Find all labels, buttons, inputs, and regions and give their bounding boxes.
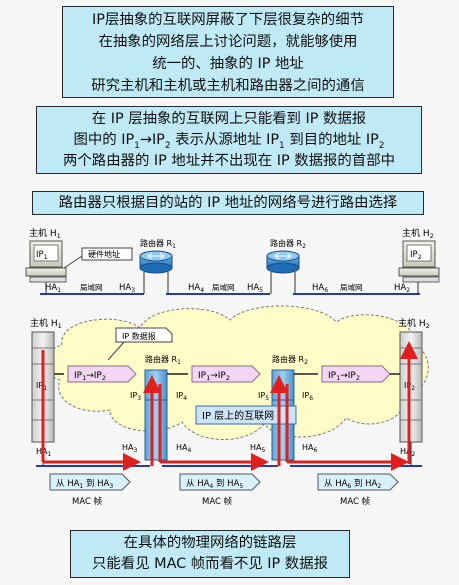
note-line: 统一的、抽象的 IP 地址 bbox=[152, 56, 304, 72]
ha3-label: HA3 bbox=[119, 283, 135, 294]
router-r2-icon bbox=[266, 250, 300, 274]
ha6-label: HA6 bbox=[312, 283, 328, 294]
mac-frame-label: MAC 帧 bbox=[340, 496, 371, 507]
host-h2-label: 主机 H2 bbox=[402, 227, 434, 240]
ha-label: HA2 bbox=[400, 447, 416, 458]
note-line: 只能看见 MAC 帧而看不见 IP 数据报 bbox=[92, 556, 328, 572]
ha2-label: HA2 bbox=[394, 283, 410, 294]
data-path-arrows bbox=[41, 341, 418, 471]
ha5-label: HA5 bbox=[247, 283, 263, 294]
ip-datagram-note-box: 在 IP 层抽象的互联网上只能看到 IP 数据报 图中的 IP1→IP2 表示从… bbox=[36, 106, 422, 174]
router-r1-stack bbox=[144, 369, 168, 461]
svg-text:IP1→IP2: IP1→IP2 bbox=[328, 371, 360, 382]
link-layer-note-box: 在具体的物理网络的链路层 只能看见 MAC 帧而看不见 IP 数据报 bbox=[70, 530, 350, 578]
host-h1-ip: IP1 bbox=[36, 250, 48, 261]
lan-label: 局域网 bbox=[212, 282, 235, 292]
host-h1-computer bbox=[25, 240, 67, 283]
note-line: 在 IP 层抽象的互联网上只能看到 IP 数据报 bbox=[91, 111, 367, 127]
ip-datagram-label: IP 数据报 bbox=[122, 331, 156, 341]
note-line: IP层抽象的互联网屏蔽了下层很复杂的细节 bbox=[92, 12, 364, 28]
router-r1-label: 路由器 R1 bbox=[140, 238, 176, 250]
note-line: 两个路由器的 IP 地址并不出现在 IP 数据报的首部中 bbox=[63, 153, 395, 169]
router-r2-label: 路由器 R2 bbox=[272, 354, 308, 366]
lan-label: 局域网 bbox=[80, 282, 103, 292]
ha4-label: HA4 bbox=[188, 283, 204, 294]
svg-text:IP1→IP2: IP1→IP2 bbox=[198, 371, 230, 382]
mac-frame: 从 HA6 到 HA2 bbox=[317, 473, 399, 491]
svg-text:从 HA6 到 HA2: 从 HA6 到 HA2 bbox=[324, 479, 381, 490]
ip-label: IP5 bbox=[258, 391, 269, 402]
lan-label: 局域网 bbox=[340, 282, 363, 292]
mac-frame-label: MAC 帧 bbox=[202, 496, 233, 507]
host-h2-label: 主机 H2 bbox=[398, 317, 430, 330]
host-h1-label: 主机 H1 bbox=[29, 227, 61, 240]
svg-text:从 HA4 到 HA5: 从 HA4 到 HA5 bbox=[186, 479, 243, 490]
mac-frame: 从 HA1 到 HA3 bbox=[49, 473, 131, 491]
ha1-label: HA1 bbox=[45, 283, 61, 294]
ip-datagram: IP1→IP2 bbox=[67, 365, 137, 383]
router-r2-label: 路由器 R2 bbox=[270, 238, 306, 250]
note-line: 在抽象的网络层上讨论问题，就能够使用 bbox=[98, 34, 358, 50]
router-r1-label: 路由器 R1 bbox=[145, 354, 181, 366]
ip-label: IP1 bbox=[36, 381, 47, 392]
ha-label: HA3 bbox=[122, 443, 138, 454]
host-h1-label: 主机 H1 bbox=[30, 317, 62, 330]
ip-label: IP3 bbox=[130, 391, 141, 402]
note-line: 图中的 IP1→IP2 表示从源地址 IP1 到目的地址 IP2 bbox=[73, 132, 385, 151]
hardware-address-label: 硬件地址 bbox=[88, 249, 120, 259]
svg-text:从 HA1 到 HA3: 从 HA1 到 HA3 bbox=[56, 479, 113, 490]
note-line: 在具体的物理网络的链路层 bbox=[123, 535, 297, 551]
hardware-address-callout bbox=[81, 247, 133, 261]
abstraction-note-box: IP层抽象的互联网屏蔽了下层很复杂的细节 在抽象的网络层上讨论问题，就能够使用 … bbox=[62, 6, 394, 98]
ip-datagram: IP1→IP2 bbox=[191, 365, 261, 383]
mac-frame: 从 HA4 到 HA5 bbox=[179, 473, 261, 491]
svg-text:IP1→IP2: IP1→IP2 bbox=[74, 371, 106, 382]
mac-frame-label: MAC 帧 bbox=[72, 496, 103, 507]
note-line: 路由器只根据目的站的 IP 地址的网络号进行路由选择 bbox=[58, 195, 398, 211]
router-r1-icon bbox=[139, 250, 173, 274]
ip-layer-label: IP 层上的互联网 bbox=[202, 409, 274, 422]
ip-layer-label-box bbox=[195, 405, 297, 425]
ip-datagram-callout bbox=[115, 327, 173, 343]
host-h2-computer bbox=[398, 240, 440, 283]
ip-datagram: IP1→IP2 bbox=[321, 365, 391, 383]
ha-label: HA5 bbox=[250, 443, 266, 454]
routing-note-box: 路由器只根据目的站的 IP 地址的网络号进行路由选择 bbox=[32, 191, 424, 215]
note-line: 研究主机和主机或主机和路由器之间的通信 bbox=[91, 78, 365, 94]
ha-label: HA4 bbox=[176, 443, 192, 454]
ha-label: HA6 bbox=[302, 443, 318, 454]
host-h2-ip: IP2 bbox=[410, 250, 422, 261]
ip-label: IP4 bbox=[176, 391, 187, 402]
ip-label: IP6 bbox=[302, 391, 313, 402]
